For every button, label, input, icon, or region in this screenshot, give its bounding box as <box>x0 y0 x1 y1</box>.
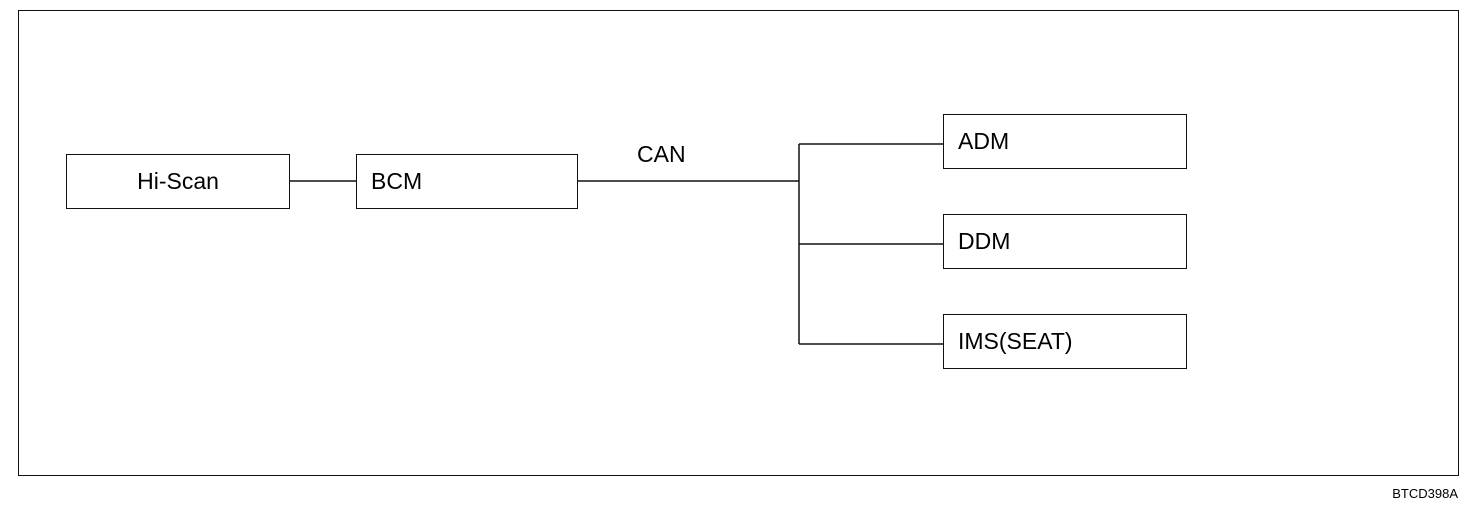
figure-code: BTCD398A <box>1392 486 1458 501</box>
can-bus-label: CAN <box>637 141 686 167</box>
ims-seat-box: IMS(SEAT) <box>943 314 1187 369</box>
adm-box: ADM <box>943 114 1187 169</box>
ims-seat-label: IMS(SEAT) <box>958 328 1073 354</box>
bcm-label: BCM <box>371 168 423 194</box>
hi-scan-label: Hi-Scan <box>137 168 219 194</box>
ddm-box: DDM <box>943 214 1187 269</box>
hi-scan-box: Hi-Scan <box>66 154 290 209</box>
diagram-frame <box>18 10 1459 476</box>
adm-label: ADM <box>958 128 1010 154</box>
bcm-box: BCM <box>356 154 578 209</box>
ddm-label: DDM <box>958 228 1011 254</box>
